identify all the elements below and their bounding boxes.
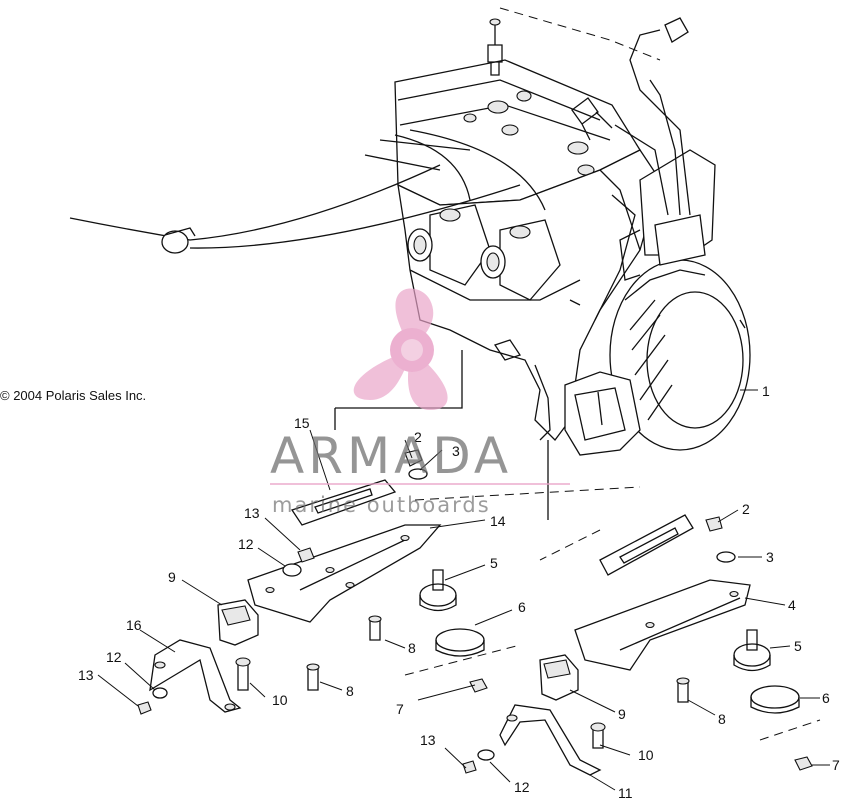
callout-12-lower: 12 [106,649,122,665]
washer-12-bottom [477,749,495,761]
watermark-subtitle: marine outboards [272,493,491,517]
nut-13-upper [297,547,315,563]
propeller-logo [353,288,448,410]
callout-12-bottom: 12 [514,779,530,795]
callout-10-right: 10 [638,747,654,763]
callout-6-left: 6 [518,599,526,615]
nut-13-lower [137,701,152,715]
washer-3-right [716,551,736,563]
callout-8-c: 8 [718,711,726,727]
callout-labels: 1 2 3 15 13 14 12 9 5 16 12 13 8 8 10 6 … [78,383,840,800]
puck-6-left [435,628,485,652]
callout-2-left: 2 [414,429,422,445]
watermark-title: ARMADA [270,427,512,485]
callout-13-bottom: 13 [420,732,436,748]
reference-lines [334,7,821,741]
callout-13-lower: 13 [78,667,94,683]
callout-3-left: 3 [452,443,460,459]
puck-6-right [750,685,800,709]
callout-14: 14 [490,513,506,529]
callout-16: 16 [126,617,142,633]
callout-10-left: 10 [272,692,288,708]
callout-4: 4 [788,597,796,613]
callout-15: 15 [294,415,310,431]
washer-12-lower [152,687,168,699]
callout-7-left: 7 [396,701,404,717]
mount-5-left [419,583,457,607]
nut-7-right [794,756,813,771]
washer-12-upper [282,563,302,577]
callout-5-left: 5 [490,555,498,571]
copyright-text: © 2004 Polaris Sales Inc. [0,388,146,403]
callout-8-a: 8 [408,640,416,656]
bolt-10-left [237,662,249,691]
left-mount-group [137,449,488,715]
callout-9-right: 9 [618,706,626,722]
nut-2-left [404,449,423,467]
callout-3-right: 3 [766,549,774,565]
callout-11: 11 [618,785,633,800]
callout-8-b: 8 [346,683,354,699]
bracket-14 [247,524,442,623]
stud-8-a [369,619,381,641]
engine-assembly [69,17,751,456]
nut-2-right [705,516,723,532]
bracket-4 [574,579,751,671]
nut-7-left [469,678,488,693]
stud-8-c [677,681,689,703]
callout-1: 1 [762,383,770,399]
callout-leaders [97,389,830,791]
washer-3-left [408,468,428,480]
nut-13-bottom [462,760,477,774]
callout-12-upper: 12 [238,536,254,552]
bracket-16 [149,639,242,713]
callout-2-right: 2 [742,501,750,517]
slotted-plate-right [599,514,694,576]
mount-5-right [733,643,771,667]
watermark: ARMADA marine outboards [270,288,570,517]
callout-6-right: 6 [822,690,830,706]
stud-8-b [307,667,319,691]
right-mount-group [462,514,813,776]
callout-7-right: 7 [832,757,840,773]
callout-9-left: 9 [168,569,176,585]
callout-13-upper: 13 [244,505,260,521]
callout-5-right: 5 [794,638,802,654]
